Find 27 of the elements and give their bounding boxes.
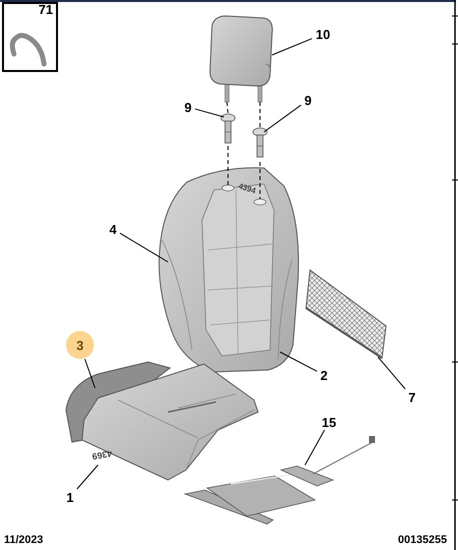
callout-number: 7 — [405, 389, 419, 405]
callout-number: 15 — [318, 414, 340, 430]
leader-line — [120, 232, 168, 262]
callout-number: 9 — [181, 99, 195, 115]
highlighted-callout-number: 3 — [66, 331, 94, 359]
leader-line — [76, 464, 98, 490]
callout-number: 10 — [312, 26, 334, 42]
part-number-marking: 4369 — [91, 448, 113, 461]
callout-number: 2 — [317, 367, 331, 383]
part-number-marking: 4394 — [237, 182, 257, 196]
leader-line — [264, 104, 302, 132]
callout-number: 71 — [38, 3, 53, 16]
reference-number: 00135255 — [398, 535, 447, 546]
leader-line — [84, 358, 96, 388]
headrest-guide-drawing — [219, 112, 237, 146]
leader-line — [304, 430, 326, 466]
callout-number: 1 — [63, 489, 77, 505]
assembly-line — [226, 102, 228, 114]
callout-number: 4 — [106, 221, 120, 237]
callout-number: 9 — [301, 92, 315, 108]
heating-mat-drawing — [185, 434, 377, 524]
leader-line — [378, 356, 406, 390]
leader-line — [272, 38, 312, 56]
leader-line — [280, 352, 318, 372]
inset-frame — [2, 2, 58, 72]
leader-line — [194, 108, 224, 118]
date-text: 11/2023 — [4, 535, 44, 546]
